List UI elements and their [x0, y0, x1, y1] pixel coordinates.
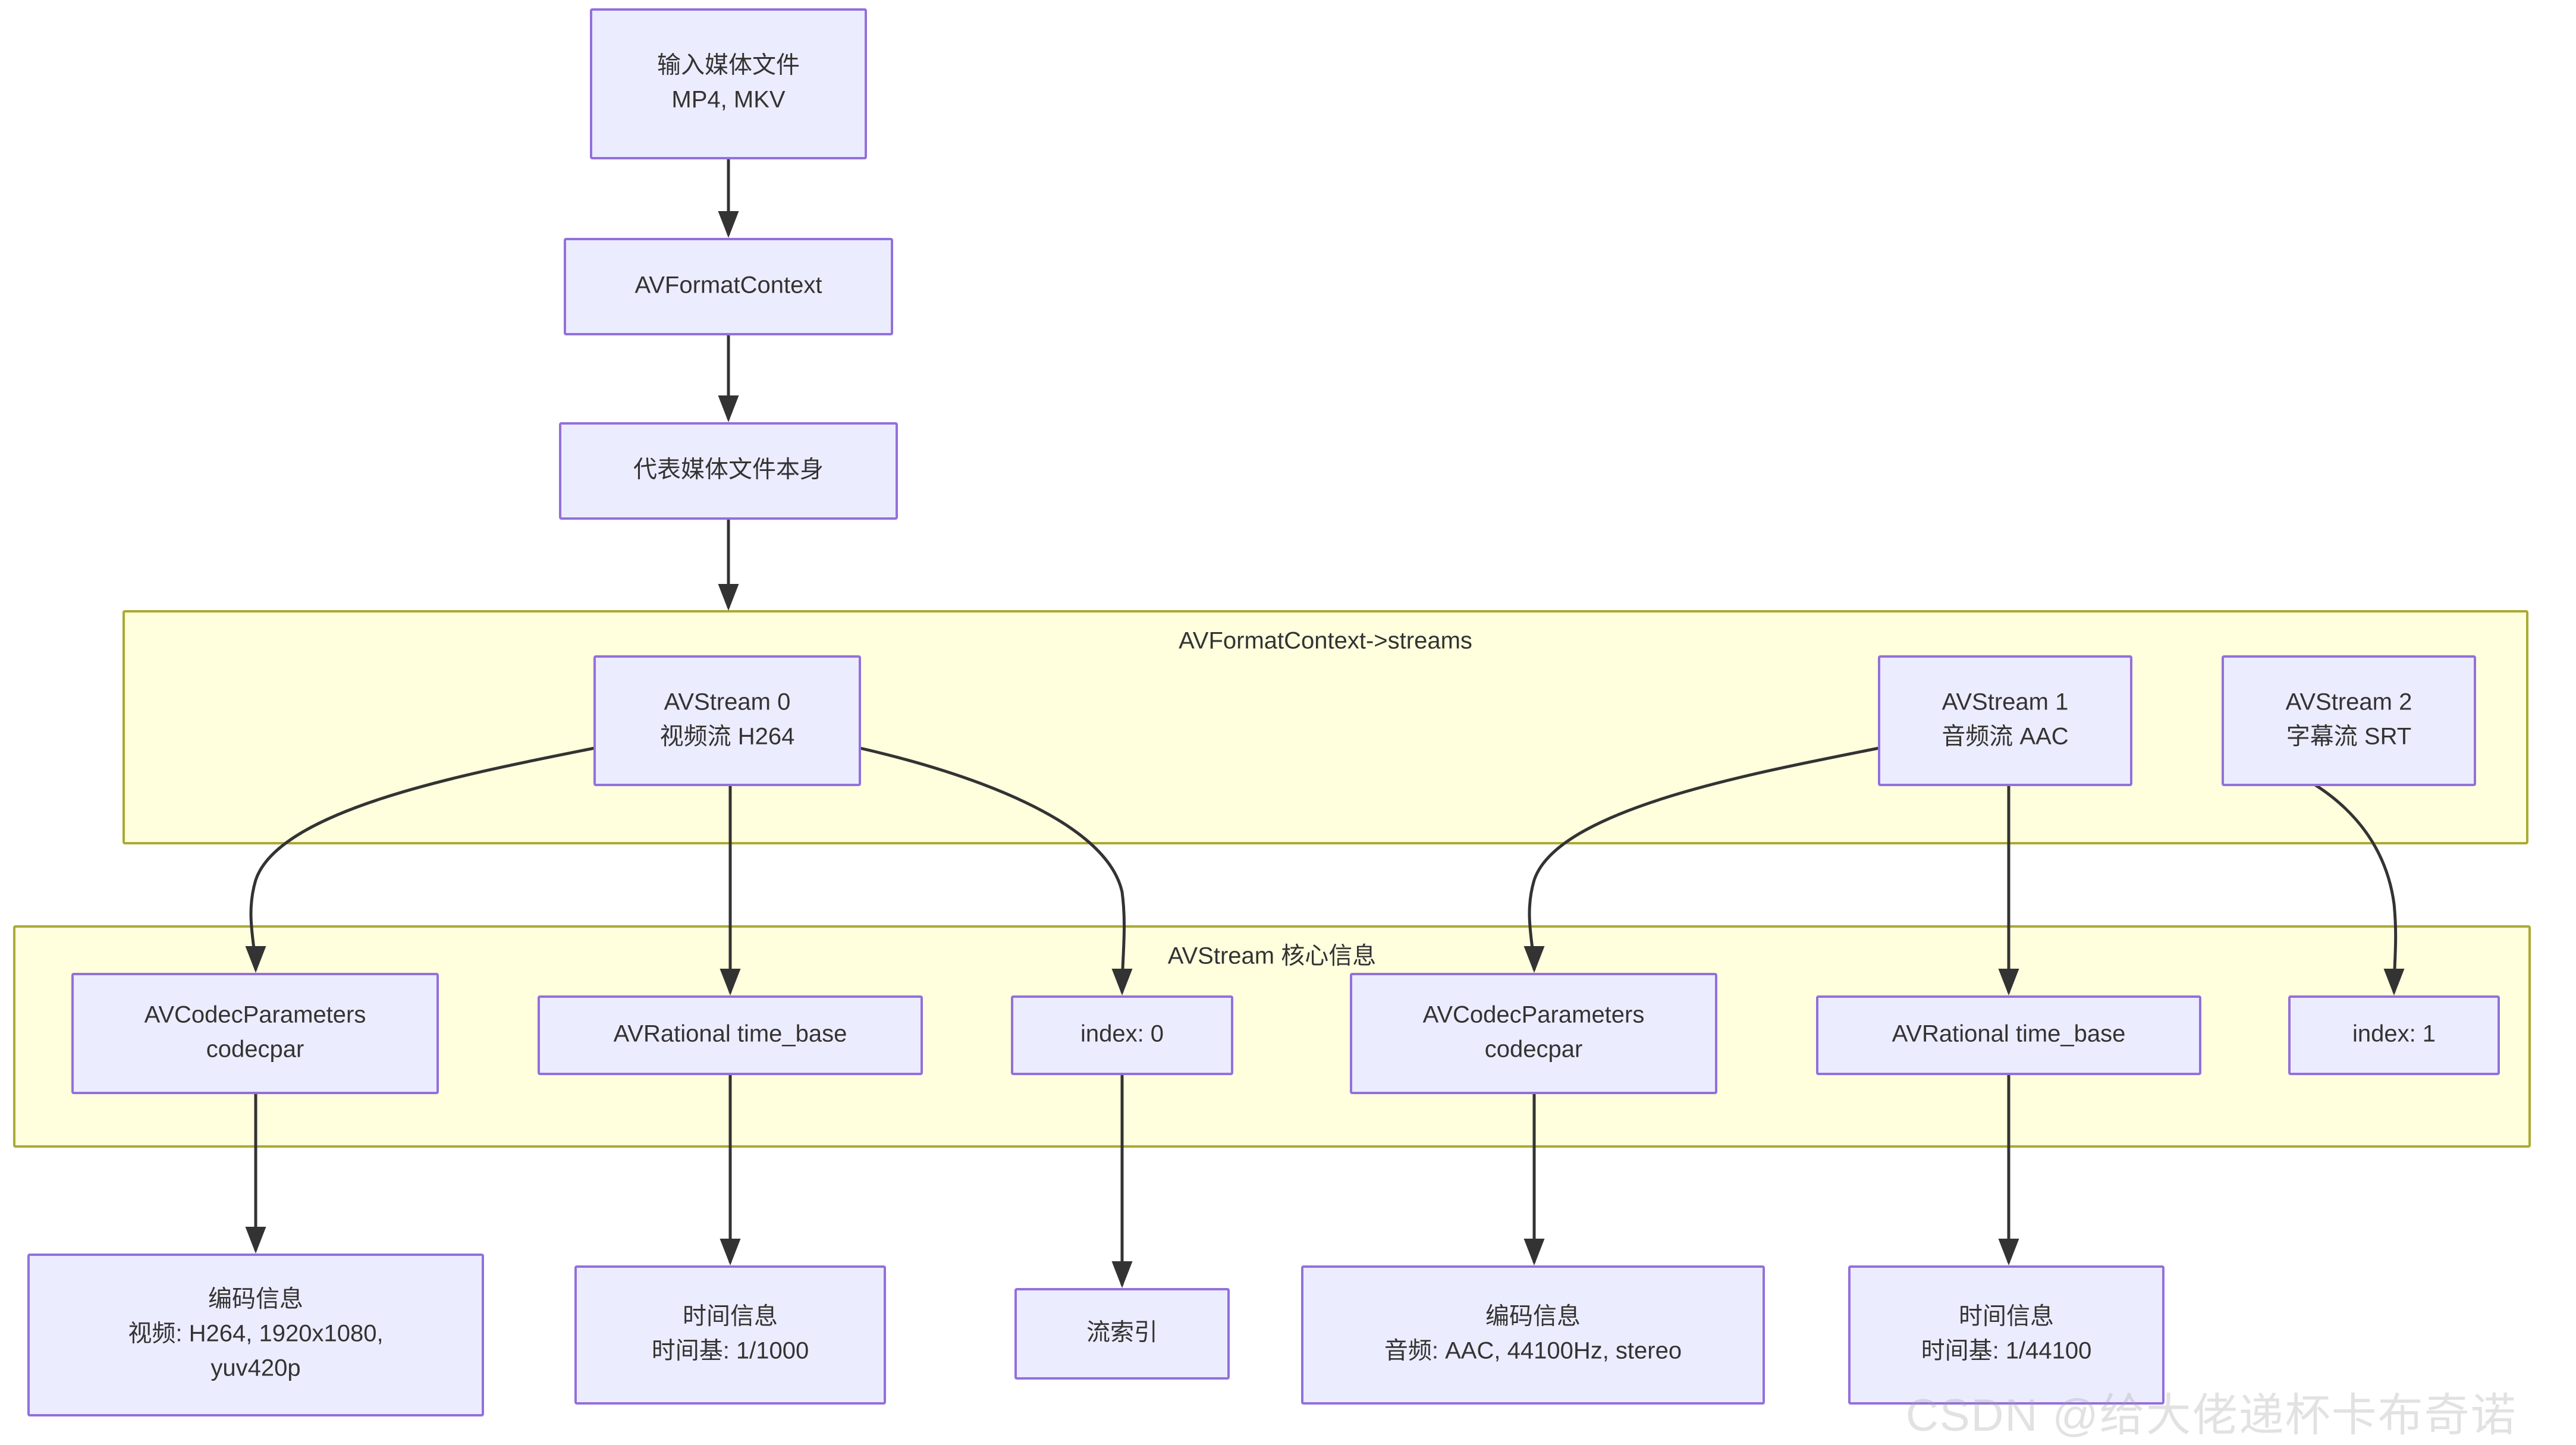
node-label-line: codecpar — [1485, 1036, 1583, 1063]
node-label-line: 音频: AAC, 44100Hz, stereo — [1384, 1338, 1682, 1364]
node-label-line: 编码信息 — [208, 1286, 303, 1312]
nodes-layer: 输入媒体文件 MP4, MKV AVFormatContext 代表媒体文件本身 AVS… — [27, 8, 2500, 1416]
cluster-streams: AVFormatContext->streams — [122, 610, 2528, 844]
node-label-line: AVRational time_base — [614, 1021, 847, 1047]
edge-avstream-1-to-codecpar-a — [1523, 746, 1880, 973]
node-label-line: 视频流 H264 — [660, 724, 795, 750]
node-label-line: AVRational time_base — [1892, 1021, 2126, 1047]
node-box[interactable] — [1011, 995, 1233, 1075]
node-label-line: index: 1 — [2352, 1021, 2436, 1047]
node-box[interactable] — [590, 8, 867, 159]
node-codecpar-v[interactable]: AVCodecParameters codecpar — [71, 973, 439, 1094]
node-timebase-a[interactable]: AVRational time_base — [1816, 995, 2201, 1075]
node-label-line: index: 0 — [1080, 1021, 1164, 1047]
node-box[interactable] — [1014, 1288, 1230, 1380]
node-input-file[interactable]: 输入媒体文件 MP4, MKV — [590, 8, 867, 159]
node-box[interactable] — [1816, 995, 2201, 1075]
node-index-v[interactable]: index: 0 — [1011, 995, 1233, 1075]
node-codecpar-a[interactable]: AVCodecParameters codecpar — [1350, 973, 1717, 1094]
node-avstream-1[interactable]: AVStream 1 音频流 AAC — [1878, 655, 2132, 786]
node-label-line: 编码信息 — [1485, 1303, 1581, 1330]
node-box[interactable] — [1350, 973, 1717, 1094]
cluster-label: AVStream 核心信息 — [1168, 943, 1376, 969]
node-label-line: 流索引 — [1086, 1320, 1158, 1346]
node-box[interactable] — [2288, 995, 2500, 1075]
node-box[interactable] — [559, 422, 898, 520]
node-avstream-2[interactable]: AVStream 2 字幕流 SRT — [2222, 655, 2476, 786]
cluster-box — [13, 925, 2531, 1148]
node-label-line: 输入媒体文件 — [657, 52, 800, 78]
node-label-line: 音频流 AAC — [1942, 724, 2068, 750]
cluster-label: AVFormatContext->streams — [1179, 628, 1472, 654]
node-box[interactable] — [71, 973, 439, 1094]
node-label-line: 字幕流 SRT — [2286, 724, 2411, 750]
node-avformatcontext[interactable]: AVFormatContext — [564, 238, 893, 335]
cluster-core: AVStream 核心信息 — [13, 925, 2531, 1148]
node-box[interactable] — [1878, 655, 2132, 786]
node-stream-index[interactable]: 流索引 — [1014, 1288, 1230, 1380]
node-box[interactable] — [1301, 1265, 1765, 1405]
node-label-line: AVCodecParameters — [1423, 1002, 1645, 1028]
node-label-line: 时间基: 1/1000 — [652, 1338, 809, 1364]
node-label-line: 视频: H264, 1920x1080, — [128, 1321, 383, 1347]
node-timebase-v[interactable]: AVRational time_base — [538, 995, 923, 1075]
node-box[interactable] — [564, 238, 893, 335]
node-label-line: 时间基: 1/44100 — [1921, 1338, 2092, 1364]
node-box[interactable] — [1848, 1265, 2165, 1405]
node-box[interactable] — [574, 1265, 886, 1405]
node-label-line: yuv420p — [211, 1355, 300, 1381]
node-label-line: MP4, MKV — [671, 87, 785, 113]
node-label-line: codecpar — [206, 1036, 304, 1063]
node-label-line: 时间信息 — [683, 1303, 778, 1330]
node-label-line: AVFormatContext — [635, 272, 822, 299]
node-label-line: 时间信息 — [1959, 1303, 2054, 1330]
node-label-line: AVStream 0 — [664, 689, 791, 715]
node-label-line: AVCodecParameters — [144, 1002, 366, 1028]
node-label-line: 代表媒体文件本身 — [633, 457, 824, 483]
node-box[interactable] — [27, 1254, 484, 1416]
edge-avstream-0-to-codecpar-v — [245, 746, 595, 973]
node-box[interactable] — [593, 655, 861, 786]
node-index-a[interactable]: index: 1 — [2288, 995, 2500, 1075]
node-avstream-0[interactable]: AVStream 0 视频流 H264 — [593, 655, 861, 786]
node-label-line: AVStream 2 — [2286, 689, 2412, 715]
edge-avstream-0-to-index-v — [859, 746, 1133, 995]
node-represents-file[interactable]: 代表媒体文件本身 — [559, 422, 898, 520]
node-box[interactable] — [2222, 655, 2476, 786]
node-label-line: AVStream 1 — [1942, 689, 2069, 715]
node-box[interactable] — [538, 995, 923, 1075]
